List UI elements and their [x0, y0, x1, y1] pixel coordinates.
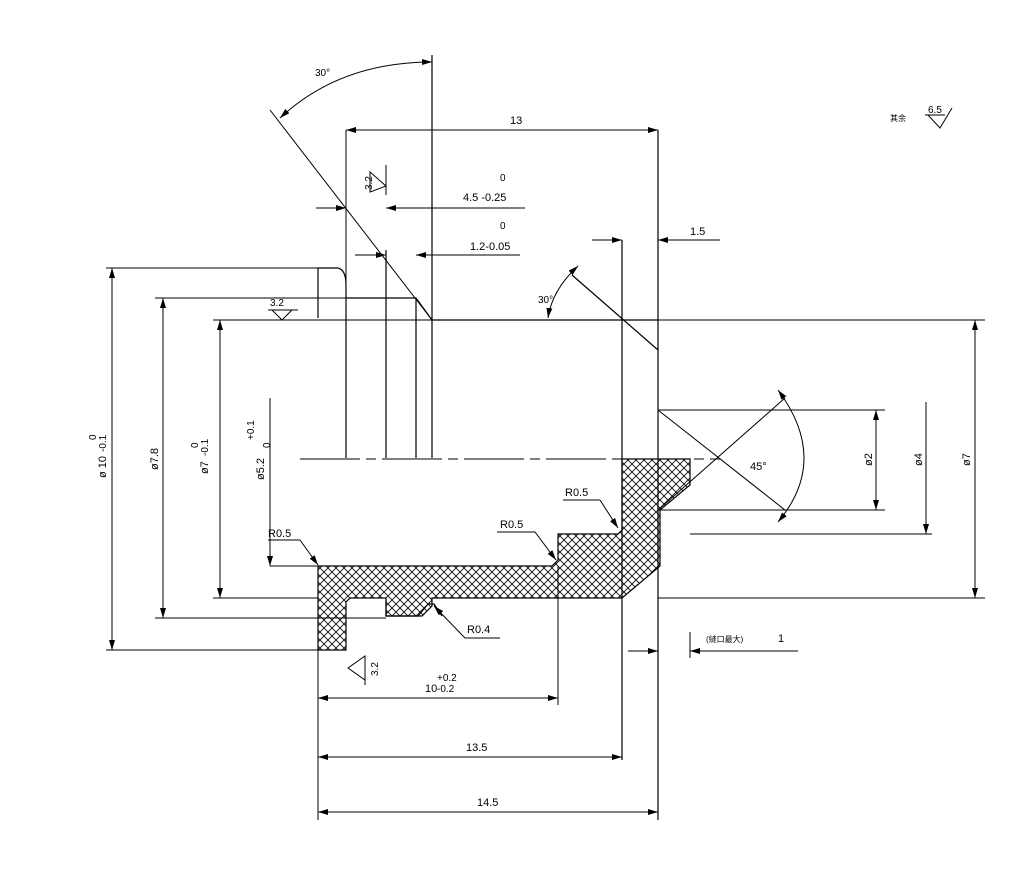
roughness-labels: 3.2 3.2 3.2 其余 6.5: [270, 105, 942, 676]
label-angle-30-top: 30°: [315, 68, 330, 79]
label-d5-2-low: 0: [262, 442, 273, 448]
label-d7-8: ø7.8: [149, 448, 161, 470]
label-d5-2-tol: +0.1: [246, 420, 257, 440]
label-1-2: 1.2-0.05: [470, 241, 510, 253]
roughness-symbols: [268, 107, 953, 685]
label-10: 10: [425, 683, 437, 695]
section-hatch: [317, 458, 691, 651]
dimension-labels: 30° 13 0 4.5 -0.25 0 1.2-0.05 1.5 30° 45…: [88, 68, 973, 809]
label-13-5: 13.5: [466, 742, 487, 754]
label-d7: ø7: [199, 461, 211, 474]
label-r05-top: R0.5: [565, 487, 588, 499]
label-d4: ø4: [913, 453, 925, 466]
roughness-bottom-value: 3.2: [370, 662, 381, 676]
label-d5-2: ø5.2: [255, 458, 267, 480]
radius-leaders: [268, 499, 619, 639]
label-tol-zero-a: 0: [500, 173, 506, 184]
label-d7-low: -0.1: [200, 438, 211, 456]
label-d2: ø2: [863, 453, 875, 466]
label-r05-left: R0.5: [268, 528, 291, 540]
angle-lines: [269, 59, 805, 523]
label-r04: R0.4: [467, 624, 490, 636]
roughness-left-value: 3.2: [270, 298, 284, 309]
label-d10: ø 10: [97, 456, 109, 478]
label-1: 1: [778, 633, 784, 645]
dimension-lines: [109, 127, 978, 815]
label-angle-30-mid: 30°: [538, 295, 553, 306]
part-outline: [317, 55, 659, 820]
label-d10-low: -0.1: [98, 434, 109, 452]
label-angle-45: 45°: [750, 461, 767, 473]
label-13: 13: [510, 115, 522, 127]
roughness-top-value: 3.2: [364, 176, 375, 190]
extension-lines: [106, 130, 985, 820]
roughness-rest-value: 6.5: [928, 105, 942, 116]
label-note-small: (縫口最大): [706, 634, 744, 644]
label-10-up: +0.2: [437, 673, 457, 684]
label-10-low: -0.2: [437, 684, 455, 695]
label-4-5: 4.5 -0.25: [463, 192, 506, 204]
label-d7-tol: 0: [190, 442, 201, 448]
label-tol-zero-b: 0: [500, 221, 506, 232]
label-14-5: 14.5: [477, 797, 498, 809]
roughness-rest-label: 其余: [890, 113, 906, 123]
label-d7-right: ø7: [961, 453, 973, 466]
label-r05-mid: R0.5: [500, 519, 523, 531]
label-d10-tol: 0: [88, 434, 99, 440]
label-1-5: 1.5: [690, 226, 705, 238]
